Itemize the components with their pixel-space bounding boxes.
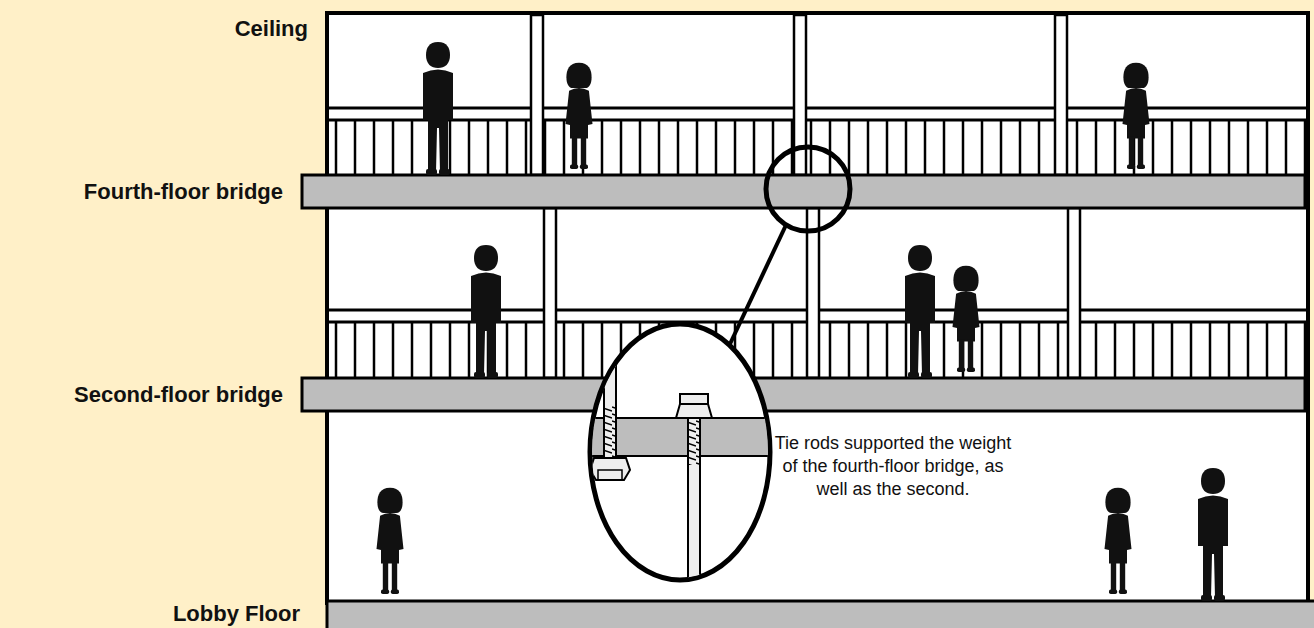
bridge-label: Second-floor bridge [74, 382, 283, 408]
second-floor-bridge [302, 378, 1305, 411]
rod-connection-detail [580, 320, 780, 595]
bridge-label: Fourth-floor bridge [84, 179, 283, 205]
callout-note: Tie rods supported the weight of the fou… [768, 432, 1018, 501]
floor-label: Lobby Floor [173, 601, 300, 627]
fourth-floor-railing [327, 108, 1308, 175]
people [377, 42, 1229, 601]
lobby-floor [327, 601, 1314, 628]
atrium-wall [327, 13, 1308, 603]
magnifier [580, 147, 850, 595]
ceiling-label: Ceiling [235, 16, 308, 42]
fourth-floor-bridge [302, 175, 1305, 208]
